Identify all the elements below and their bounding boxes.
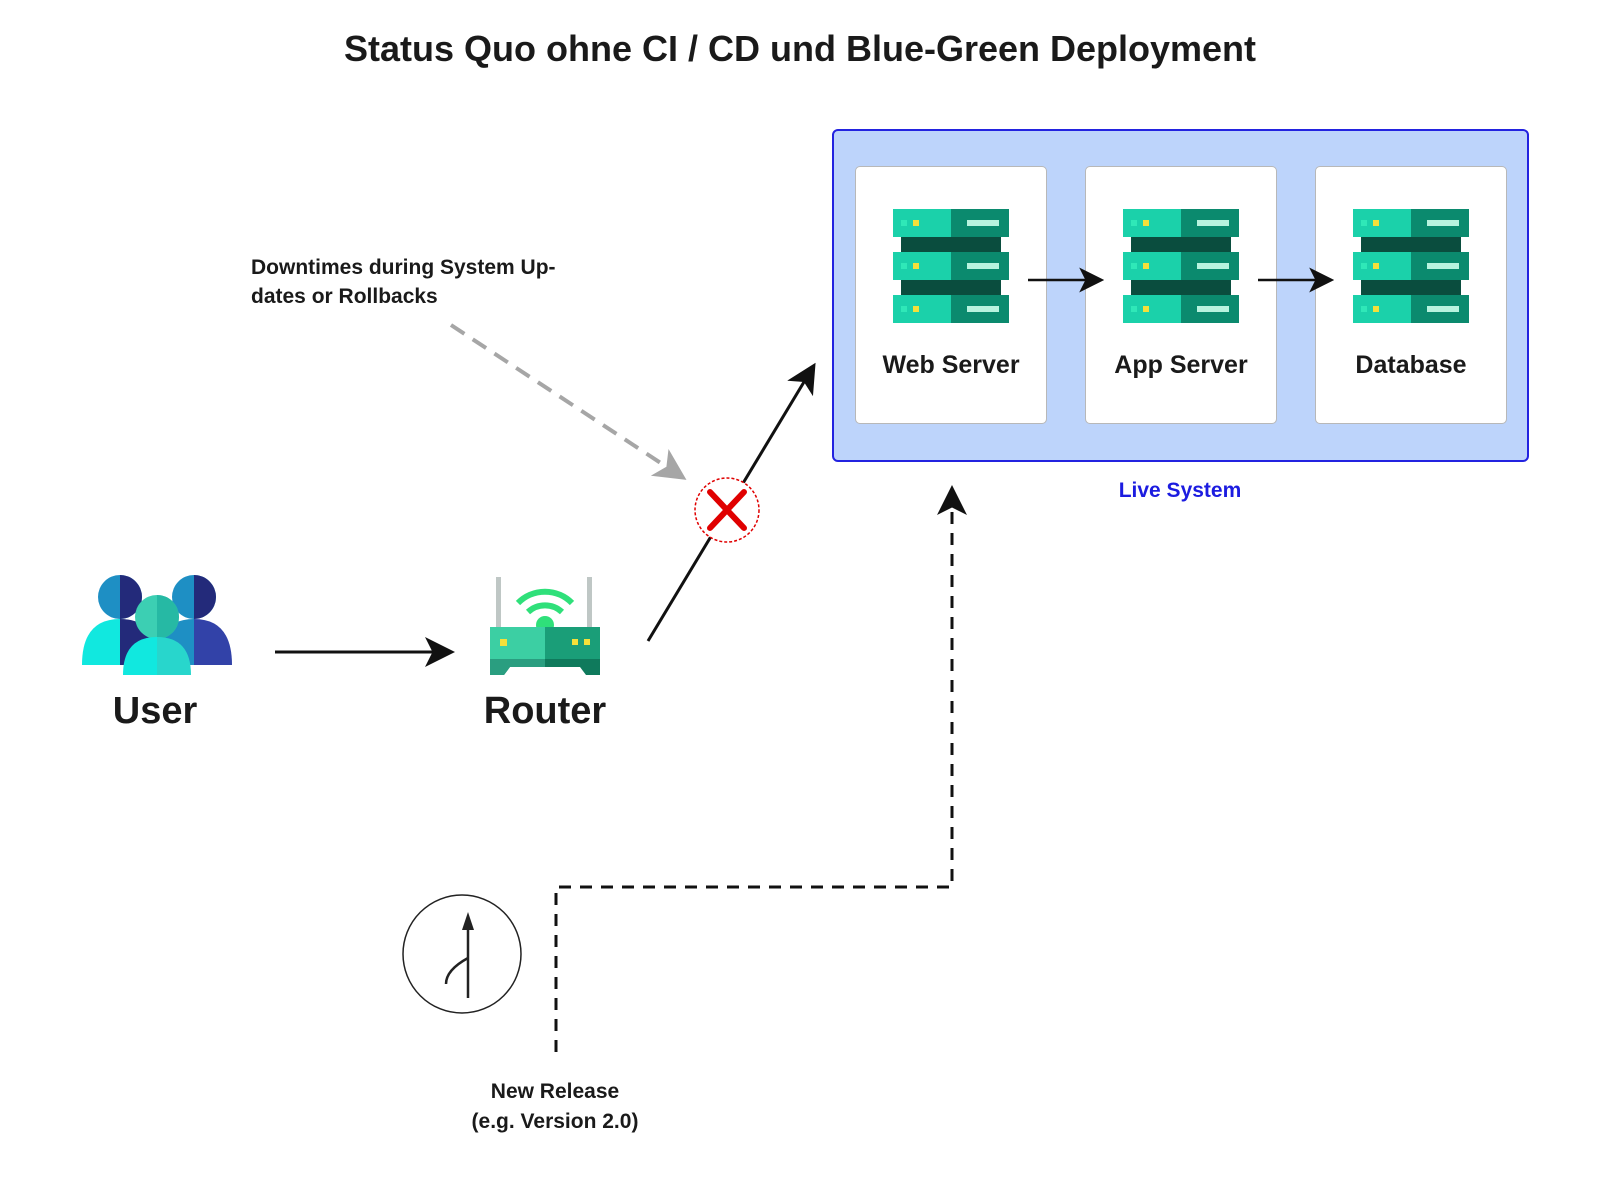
red-x-icon [694,477,760,543]
new-release-label: New Release (e.g. Version 2.0) [471,1080,639,1133]
database-card: Database [1315,166,1507,424]
live-system-label: Live System [1118,479,1242,502]
server-icon [1353,209,1469,323]
user-label: User [112,690,198,732]
release-deploy-path [554,485,967,1052]
router-label: Router [483,690,607,732]
app-server-label: App Server [1114,351,1248,379]
server-icon [1123,209,1239,323]
server-icon [893,209,1009,323]
web-server-label: Web Server [882,351,1020,379]
users-icon [82,575,232,675]
app-server-card: App Server [1085,166,1277,424]
diagram-title: Status Quo ohne CI / CD und Blue-Green D… [343,28,1257,69]
downtime-note-arrow [449,323,687,480]
downtime-note: Downtimes during System Up- dates or Rol… [251,256,556,308]
database-label: Database [1355,351,1467,379]
merge-branch-icon [402,894,522,1014]
web-server-card: Web Server [855,166,1047,424]
wifi-router-icon [490,577,600,675]
